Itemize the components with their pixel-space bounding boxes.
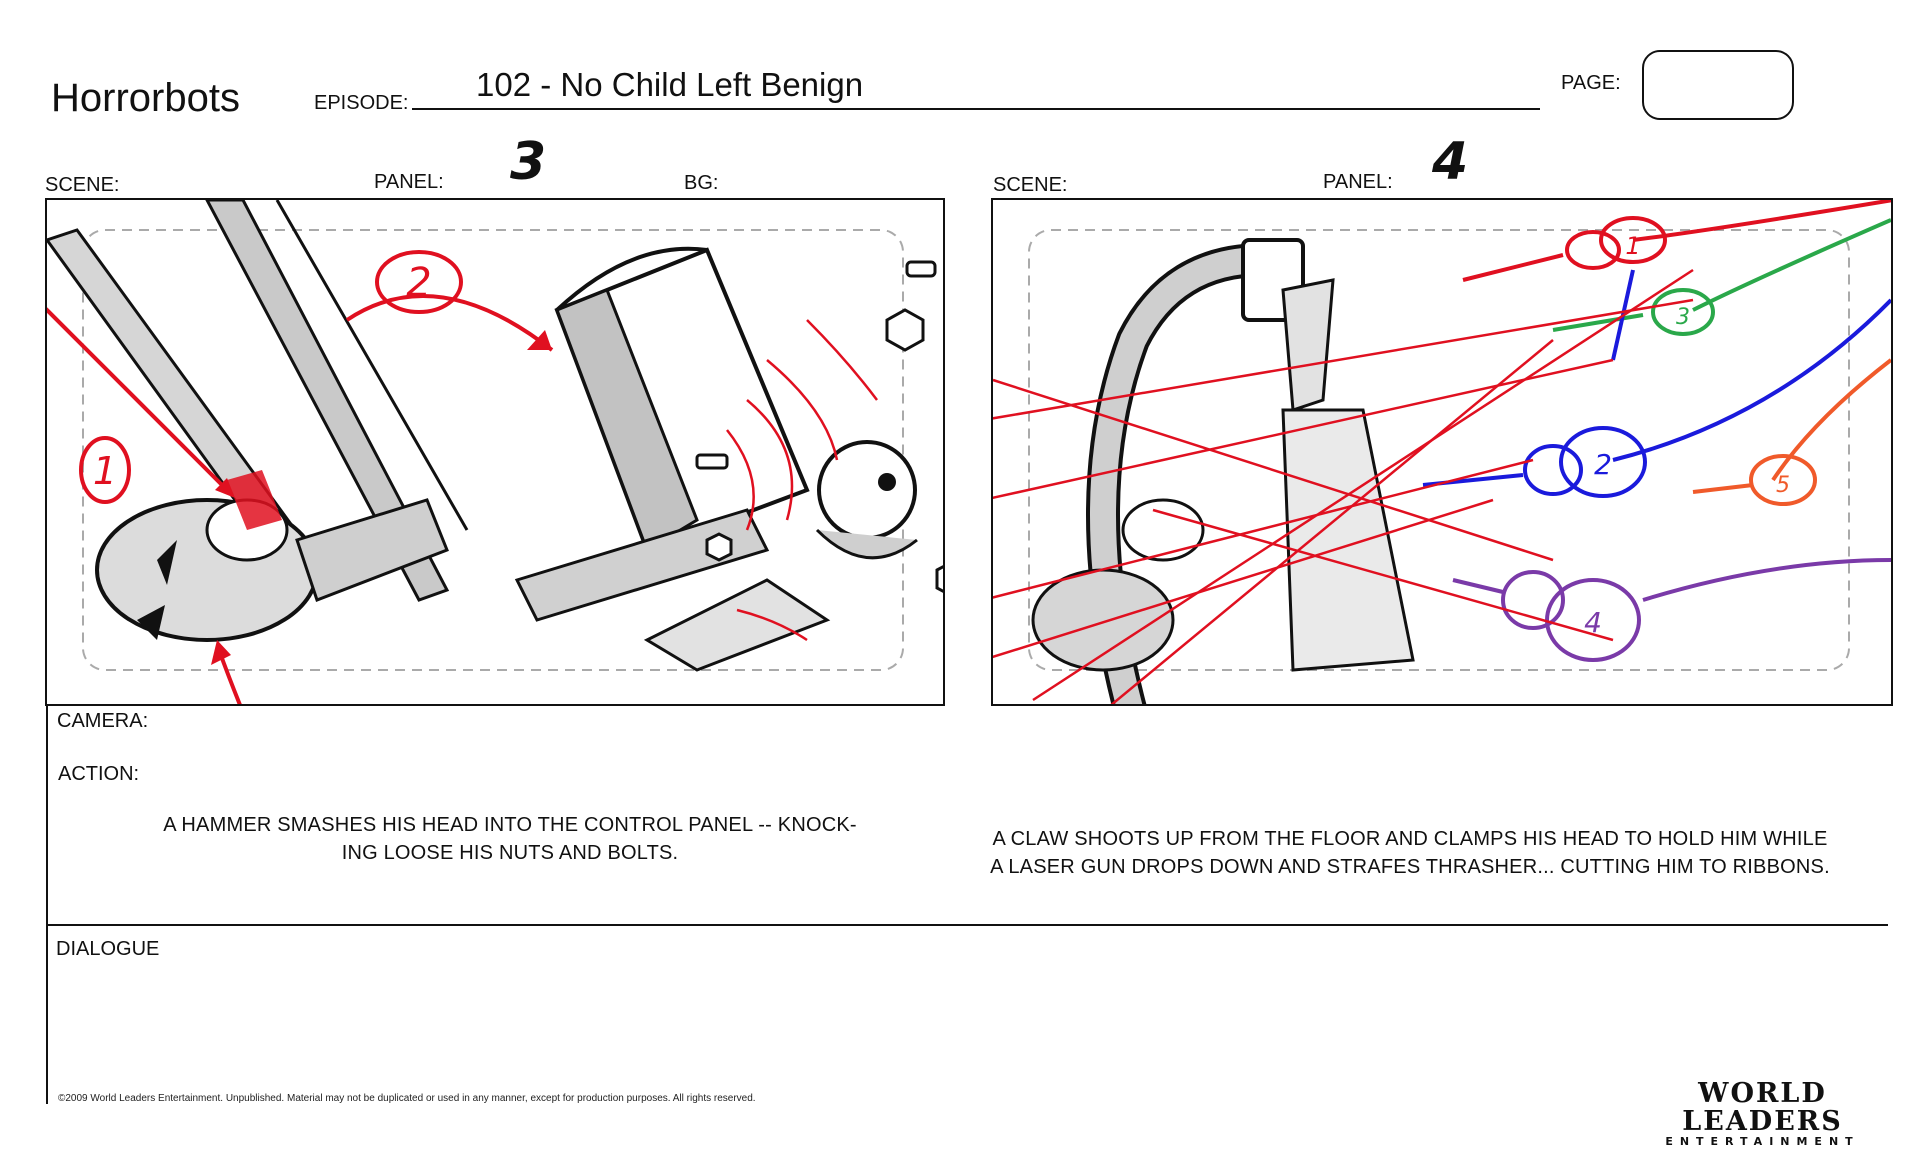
laser-beams	[993, 268, 1694, 704]
studio-logo: WORLD LEADERS ENTERTAINMENT	[1640, 1080, 1885, 1148]
logo-line-1: WORLD LEADERS	[1682, 1078, 1843, 1137]
panel-4-scene-label: SCENE:	[993, 174, 1068, 196]
panel-4-number: 4	[1432, 132, 1469, 192]
page-number-box[interactable]	[1642, 50, 1794, 120]
gun-label-2: 2	[1594, 448, 1612, 481]
panel-4-action-line-1: A CLAW SHOOTS UP FROM THE FLOOR AND CLAM…	[992, 828, 1828, 850]
gun-label-5: 5	[1776, 473, 1790, 498]
show-title: Horrorbots	[51, 76, 240, 120]
logo-line-2: ENTERTAINMENT	[1665, 1135, 1860, 1148]
hammer-head	[554, 246, 810, 553]
action-label: ACTION:	[58, 763, 140, 785]
victim-robot	[95, 470, 449, 642]
gun-label-3: 3	[1676, 305, 1690, 330]
safe-area-guide	[82, 229, 904, 671]
annotation-label-2: 2	[406, 260, 431, 306]
panel-3-frame[interactable]: 2 1	[45, 198, 945, 706]
episode-value[interactable]: 102 - No Child Left Benign	[476, 66, 864, 103]
page-label: PAGE:	[1561, 72, 1621, 94]
panel-3-scene-label: SCENE:	[45, 174, 120, 196]
copyright-notice: ©2009 World Leaders Entertainment. Unpub…	[58, 1093, 756, 1104]
panel-3-sketch: 2 1	[47, 200, 943, 704]
left-border-rule	[46, 704, 48, 1104]
laser-gun-1	[1462, 200, 1891, 282]
panel-3-panel-label: PANEL:	[374, 171, 444, 193]
laser-gun-4	[1452, 558, 1891, 662]
annotation-label-1: 1	[93, 449, 117, 493]
thrasher-robot	[1031, 278, 1415, 672]
episode-underline	[412, 108, 1540, 110]
hammer-handle	[514, 508, 770, 622]
panel-3-bg-label: BG:	[684, 172, 719, 194]
annotation-arrow-1	[47, 307, 242, 704]
impact-lines	[726, 319, 878, 642]
laser-gun-3	[1552, 218, 1891, 336]
dialogue-divider	[46, 924, 1888, 926]
panel-3-action-text: A HAMMER SMASHES HIS HEAD INTO THE CONTR…	[120, 811, 900, 867]
gun-label-1: 1	[1625, 232, 1640, 260]
annotation-arrow-2	[345, 250, 554, 352]
episode-label: EPISODE:	[314, 92, 409, 114]
laser-gun-5	[1692, 358, 1891, 506]
panel-3-number: 3	[510, 132, 547, 192]
dialogue-label: DIALOGUE	[56, 938, 160, 960]
camera-label: CAMERA:	[57, 710, 149, 732]
panel-4-panel-label: PANEL:	[1323, 171, 1393, 193]
safe-area-guide	[1028, 229, 1850, 671]
robot-head-right	[643, 440, 918, 672]
panel-4-frame[interactable]: 1 3 2 5 4	[991, 198, 1893, 706]
panel-4-sketch: 1 3 2 5 4	[993, 200, 1891, 704]
panel-4-action-line-2: A LASER GUN DROPS DOWN AND STRAFES THRAS…	[990, 856, 1830, 878]
panel-3-action-line-1: A HAMMER SMASHES HIS HEAD INTO THE CONTR…	[163, 814, 857, 836]
panel-3-action-line-2: ING LOOSE HIS NUTS AND BOLTS.	[341, 842, 679, 864]
panel-4-action-text: A CLAW SHOOTS UP FROM THE FLOOR AND CLAM…	[960, 825, 1860, 881]
gun-label-4: 4	[1584, 606, 1602, 639]
flying-nuts-bolts	[695, 260, 943, 593]
